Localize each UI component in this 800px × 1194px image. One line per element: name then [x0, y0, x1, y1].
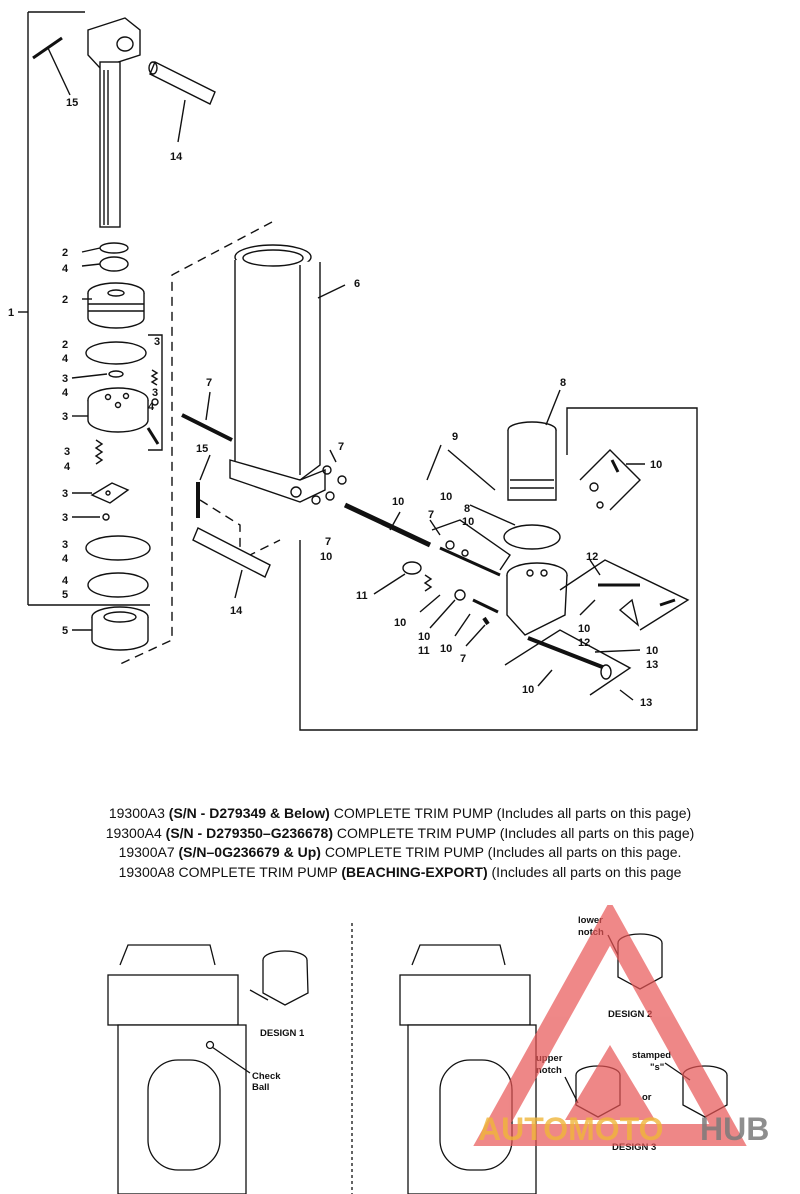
callout-10: 10	[462, 516, 474, 528]
check-ball-label: Check	[252, 1071, 281, 1082]
callout-4: 4	[62, 353, 69, 365]
callout-3: 3	[152, 387, 158, 399]
callout-4: 4	[62, 263, 69, 275]
design-views: DESIGN 1 Check Ball lower notch DESIGN 2…	[107, 915, 728, 1194]
caption-row: 19300A4 (S/N - D279350–G236678) COMPLETE…	[105, 824, 695, 841]
callout-4: 4	[62, 575, 69, 587]
check-ball-label: Ball	[252, 1082, 269, 1093]
stamped-s-label: stamped	[632, 1050, 671, 1061]
callout-8: 8	[464, 503, 470, 515]
callout-10: 10	[440, 491, 452, 503]
callout-2: 2	[62, 247, 68, 259]
callout-12: 12	[586, 551, 598, 563]
callout-10: 10	[418, 631, 430, 643]
part-number-captions: 19300A3 (S/N - D279349 & Below) COMPLETE…	[0, 804, 800, 882]
design-3-label: DESIGN 3	[612, 1142, 656, 1153]
design-2-label: DESIGN 2	[608, 1009, 652, 1020]
callout-10: 10	[578, 623, 590, 635]
callout-4: 4	[64, 461, 71, 473]
callout-3: 3	[62, 539, 68, 551]
callout-7: 7	[428, 509, 434, 521]
callout-7: 7	[325, 536, 331, 548]
callout-3: 3	[62, 373, 68, 385]
callout-10: 10	[650, 459, 662, 471]
callout-3: 3	[64, 446, 70, 458]
callout-9: 9	[452, 431, 458, 443]
callout-5: 5	[62, 589, 68, 601]
callout-7: 7	[206, 377, 212, 389]
callout-3: 3	[62, 512, 68, 524]
callout-11: 11	[418, 645, 430, 657]
callout-10: 10	[522, 684, 534, 696]
callout-4: 4	[148, 401, 155, 413]
callout-10: 10	[392, 496, 404, 508]
callout-10: 10	[646, 645, 658, 657]
callout-13: 13	[640, 697, 652, 709]
lower-notch-label: notch	[578, 927, 604, 938]
callout-12: 12	[578, 637, 590, 649]
callout-15: 15	[196, 443, 208, 455]
callout-15: 15	[66, 97, 78, 109]
callout-4: 4	[62, 387, 69, 399]
callout-11: 11	[356, 590, 368, 602]
upper-notch-label: upper	[536, 1053, 563, 1064]
callout-6: 6	[354, 278, 360, 290]
callout-2: 2	[62, 339, 68, 351]
caption-row: 19300A8 COMPLETE TRIM PUMP (BEACHING-EXP…	[118, 863, 682, 880]
callout-8: 8	[560, 377, 566, 389]
callout-14: 14	[170, 151, 183, 163]
callout-4: 4	[62, 553, 69, 565]
callout-7: 7	[338, 441, 344, 453]
callout-7: 7	[460, 653, 466, 665]
callout-10: 10	[440, 643, 452, 655]
callout-10: 10	[394, 617, 406, 629]
caption-row: 19300A3 (S/N - D279349 & Below) COMPLETE…	[108, 805, 692, 821]
callout-5: 5	[62, 625, 68, 637]
upper-notch-label: notch	[536, 1065, 562, 1076]
lower-notch-label: lower	[578, 915, 603, 926]
callout-10: 10	[320, 551, 332, 563]
callout-13: 13	[646, 659, 658, 671]
callout-3: 3	[62, 488, 68, 500]
or-label: or	[642, 1092, 652, 1103]
callout-3: 3	[62, 411, 68, 423]
caption-row: 19300A7 (S/N–0G236679 & Up) COMPLETE TRI…	[118, 844, 682, 860]
exploded-diagram: 1 2 4 2 2 4 3 4 3 3 4 3 3 3 4 4 5 5 3 3 …	[8, 11, 698, 731]
stamped-s-label: "s"	[650, 1062, 664, 1073]
callout-14: 14	[230, 605, 243, 617]
callout-2: 2	[62, 294, 68, 306]
design-1-label: DESIGN 1	[260, 1028, 305, 1039]
callout-3: 3	[154, 336, 160, 348]
callout-1: 1	[8, 307, 14, 319]
